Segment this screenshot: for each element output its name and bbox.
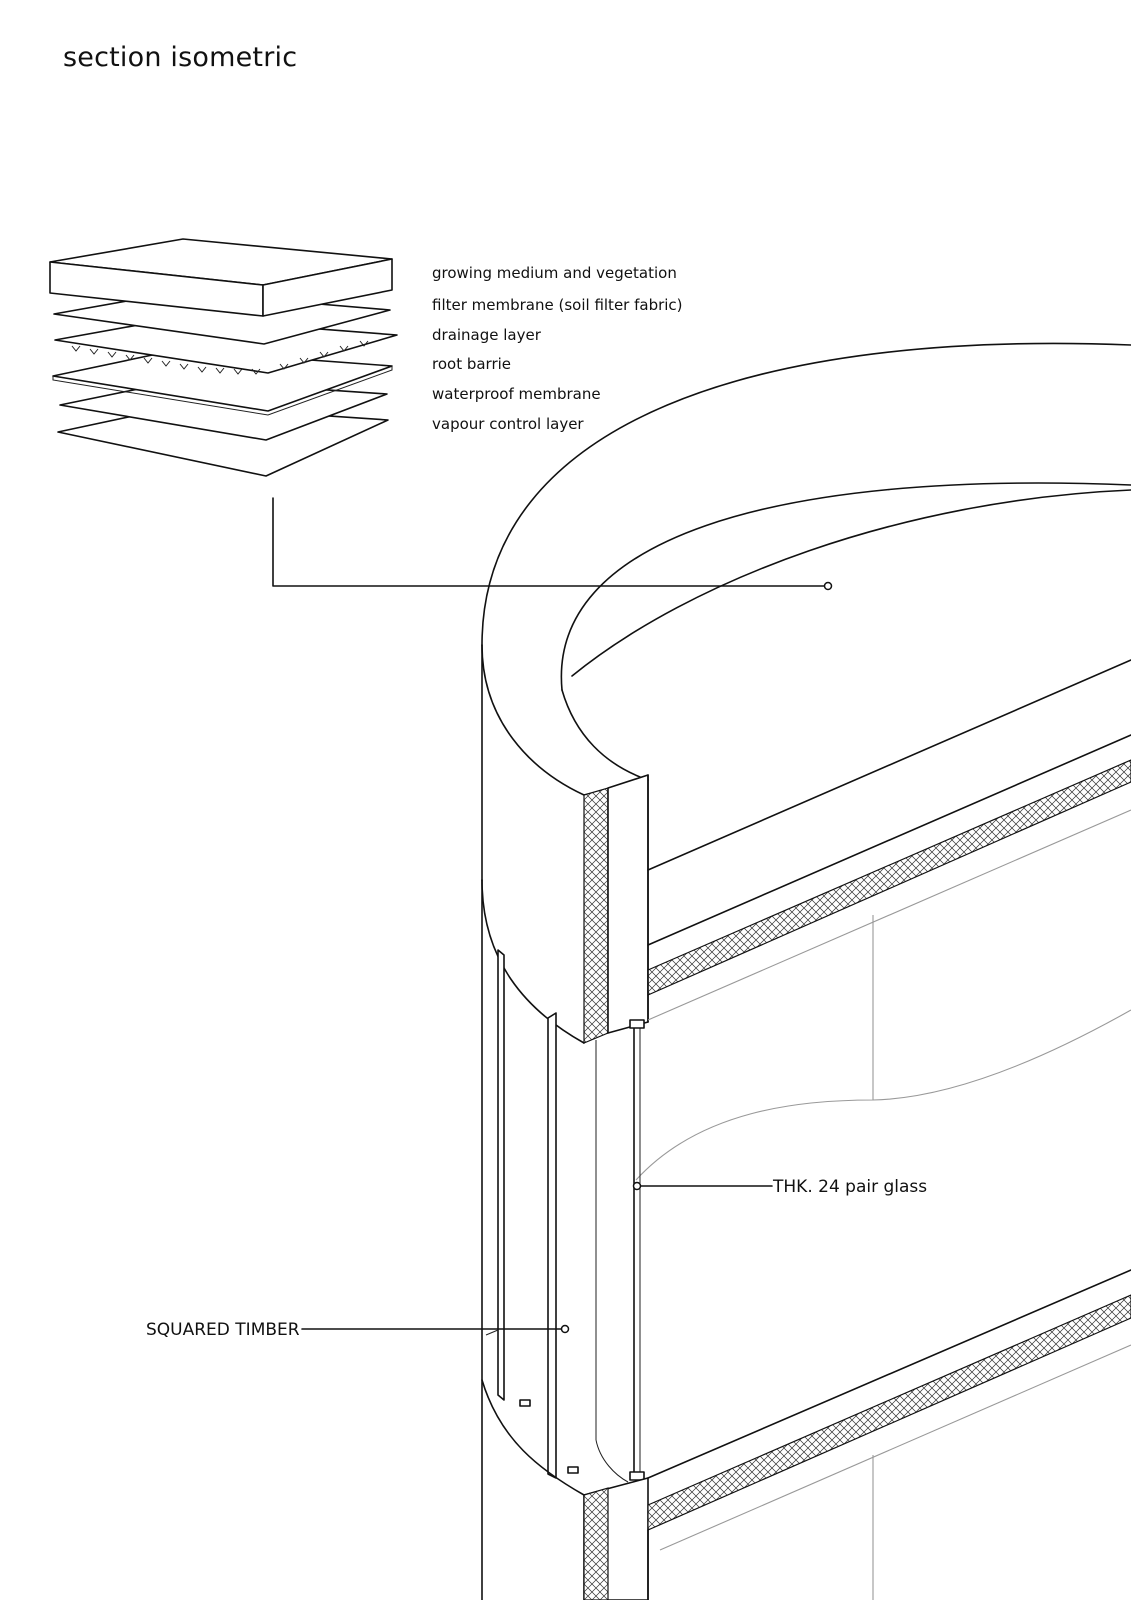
glass-callout: THK. 24 pair glass bbox=[632, 1177, 927, 1197]
upper-room-lines bbox=[635, 915, 1131, 1181]
glass-panel bbox=[629, 1019, 645, 1481]
layer-label: vapour control layer bbox=[432, 415, 584, 433]
curved-parapet bbox=[481, 342, 1131, 1600]
timber-callout: SQUARED TIMBER bbox=[146, 1320, 570, 1340]
parapet-wall-section bbox=[583, 659, 1131, 1044]
page-title: section isometric bbox=[63, 42, 298, 73]
lower-floor-slab bbox=[481, 1269, 1131, 1600]
roof-layer-stack bbox=[49, 238, 398, 477]
squared-timber-fins bbox=[485, 949, 629, 1483]
layer-label: waterproof membrane bbox=[432, 385, 601, 403]
layer-label: drainage layer bbox=[432, 326, 542, 344]
layer-label: growing medium and vegetation bbox=[432, 264, 677, 282]
layer-label: root barrie bbox=[432, 355, 511, 373]
glass-callout-label: THK. 24 pair glass bbox=[772, 1177, 927, 1197]
roof-leader-line bbox=[272, 497, 833, 591]
layer-label: filter membrane (soil filter fabric) bbox=[432, 296, 683, 314]
roof-layer-labels: growing medium and vegetation filter mem… bbox=[432, 264, 683, 433]
timber-callout-label: SQUARED TIMBER bbox=[146, 1320, 300, 1340]
